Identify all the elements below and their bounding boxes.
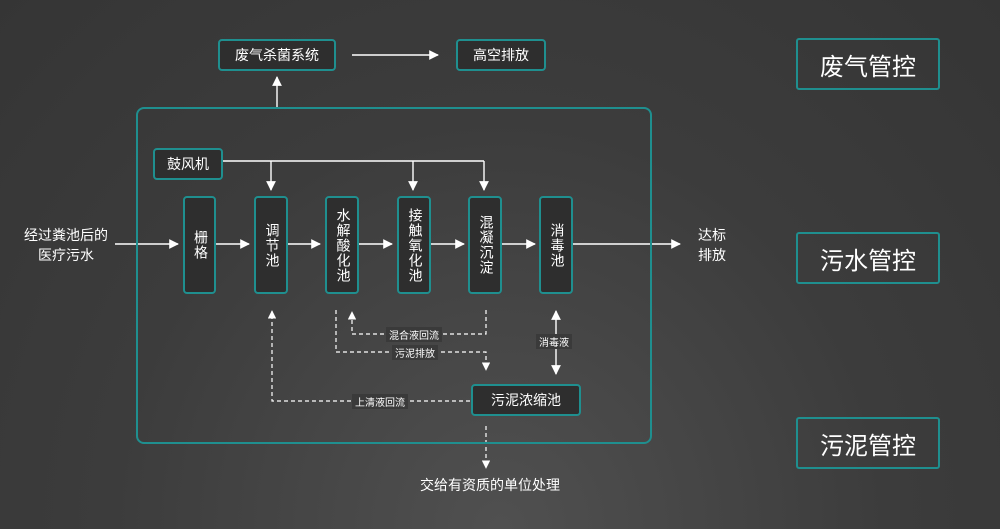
category-water-control: 污水管控 [796,232,940,284]
input-label: 经过粪池后的医疗污水 [24,228,108,264]
unit-grid: 栅格 [183,196,216,294]
blower-box: 鼓风机 [153,148,223,180]
final-disposal-label: 交给有资质的单位处理 [420,478,560,494]
sludge-thickening-tank: 污泥浓缩池 [471,384,581,416]
sludge-discharge-line [335,310,491,371]
sludge-discharge-label: 污泥排放 [392,345,438,360]
mixed-return-label: 混合液回流 [386,327,442,342]
unit-adjustment-tank: 调节池 [254,196,288,294]
unit-disinfection-tank: 消毒池 [539,196,573,294]
gas-sterilization-box: 废气杀菌系统 [218,39,336,71]
unit-coagulation-sedimentation: 混凝沉淀 [468,196,502,294]
category-gas-control: 废气管控 [796,38,940,90]
disinfectant-label: 消毒液 [536,334,572,349]
output-label: 达标排放 [698,228,726,264]
unit-contact-oxidation-tank: 接触氧化池 [397,196,431,294]
high-altitude-discharge-box: 高空排放 [456,39,546,71]
supernatant-return-label: 上清液回流 [352,394,408,409]
category-sludge-control: 污泥管控 [796,417,940,469]
unit-hydrolysis-tank: 水解酸化池 [325,196,359,294]
treatment-system-frame [136,107,652,444]
